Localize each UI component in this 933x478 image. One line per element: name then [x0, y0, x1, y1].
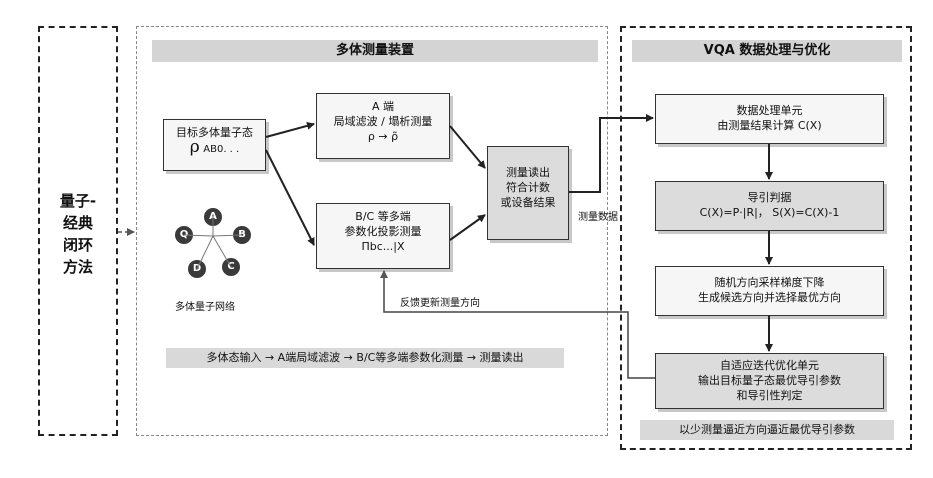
a-end-title: A 端 [317, 99, 449, 114]
data-processing-title: 数据处理单元 [656, 103, 883, 118]
feedback-label: 反馈更新测量方向 [400, 294, 480, 309]
steering-criterion-formula: C(X)=P·|R|， S(X)=C(X)-1 [656, 205, 883, 220]
bc-end-title: B/C 等多端 [317, 209, 449, 224]
qubit-node-d: D [188, 260, 206, 278]
a-end-desc: 局域滤波 / 塌析测量 [317, 114, 449, 129]
qubit-node-q: Q [175, 226, 193, 244]
data-processing-desc: 由测量结果计算 C(X) [656, 118, 883, 133]
adaptive-optimizer-desc-1: 输出目标量子态最优导引参数 [656, 373, 883, 388]
steering-criterion-node: 导引判据 C(X)=P·|R|， S(X)=C(X)-1 [655, 181, 884, 231]
measurement-section-title: 多体测量装置 [152, 40, 598, 62]
target-state-label: 目标多体量子态 [164, 125, 265, 140]
a-end-node: A 端 局域滤波 / 塌析测量 ρ → ρ̃ [316, 93, 450, 159]
qubit-node-c: C [222, 258, 240, 276]
bc-end-node: B/C 等多端 参数化投影测量 Πbc...|X [316, 203, 450, 269]
data-processing-node: 数据处理单元 由测量结果计算 C(X) [655, 94, 884, 144]
qubit-node-b: B [233, 226, 251, 244]
readout-node: 测量读出 符合计数 或设备结果 [487, 146, 569, 240]
rho-symbol: ρ [190, 137, 200, 157]
left-label-line-4: 方法 [44, 256, 112, 278]
gradient-descent-node: 随机方向采样梯度下降 生成候选方向并选择最优方向 [655, 266, 884, 316]
rho-subscript: AB0. . . [203, 144, 239, 155]
vqa-caption: 以少测量逼近方向逼近最优导引参数 [640, 420, 894, 440]
adaptive-optimizer-title: 自适应迭代优化单元 [656, 358, 883, 373]
gradient-descent-desc: 生成候选方向并选择最优方向 [656, 290, 883, 305]
left-panel-label: 量子- 经典 闭环 方法 [44, 190, 112, 278]
flow-caption: 多体态输入 → A端局域滤波 → B/C等多端参数化测量 → 测量读出 [166, 348, 564, 368]
vqa-section-title: VQA 数据处理与优化 [632, 40, 902, 62]
a-end-formula: ρ → ρ̃ [317, 129, 449, 144]
left-label-line-3: 闭环 [44, 234, 112, 256]
readout-desc-2: 或设备结果 [488, 195, 568, 210]
qubit-node-a: A [204, 208, 222, 226]
left-label-line-1: 量子- [44, 190, 112, 212]
target-state-node: 目标多体量子态 ρ AB0. . . [163, 119, 266, 171]
left-label-line-2: 经典 [44, 212, 112, 234]
adaptive-optimizer-desc-2: 和导引性判定 [656, 388, 883, 403]
readout-title: 测量读出 [488, 165, 568, 180]
gradient-descent-title: 随机方向采样梯度下降 [656, 275, 883, 290]
bc-end-formula: Πbc...|X [317, 239, 449, 254]
measurement-data-label: 测量数据 [578, 208, 618, 223]
steering-criterion-title: 导引判据 [656, 190, 883, 205]
readout-desc-1: 符合计数 [488, 180, 568, 195]
bc-end-desc: 参数化投影测量 [317, 224, 449, 239]
target-state-formula: ρ AB0. . . [164, 140, 265, 157]
adaptive-optimizer-node: 自适应迭代优化单元 输出目标量子态最优导引参数 和导引性判定 [655, 353, 884, 409]
network-label: 多体量子网络 [175, 298, 235, 313]
